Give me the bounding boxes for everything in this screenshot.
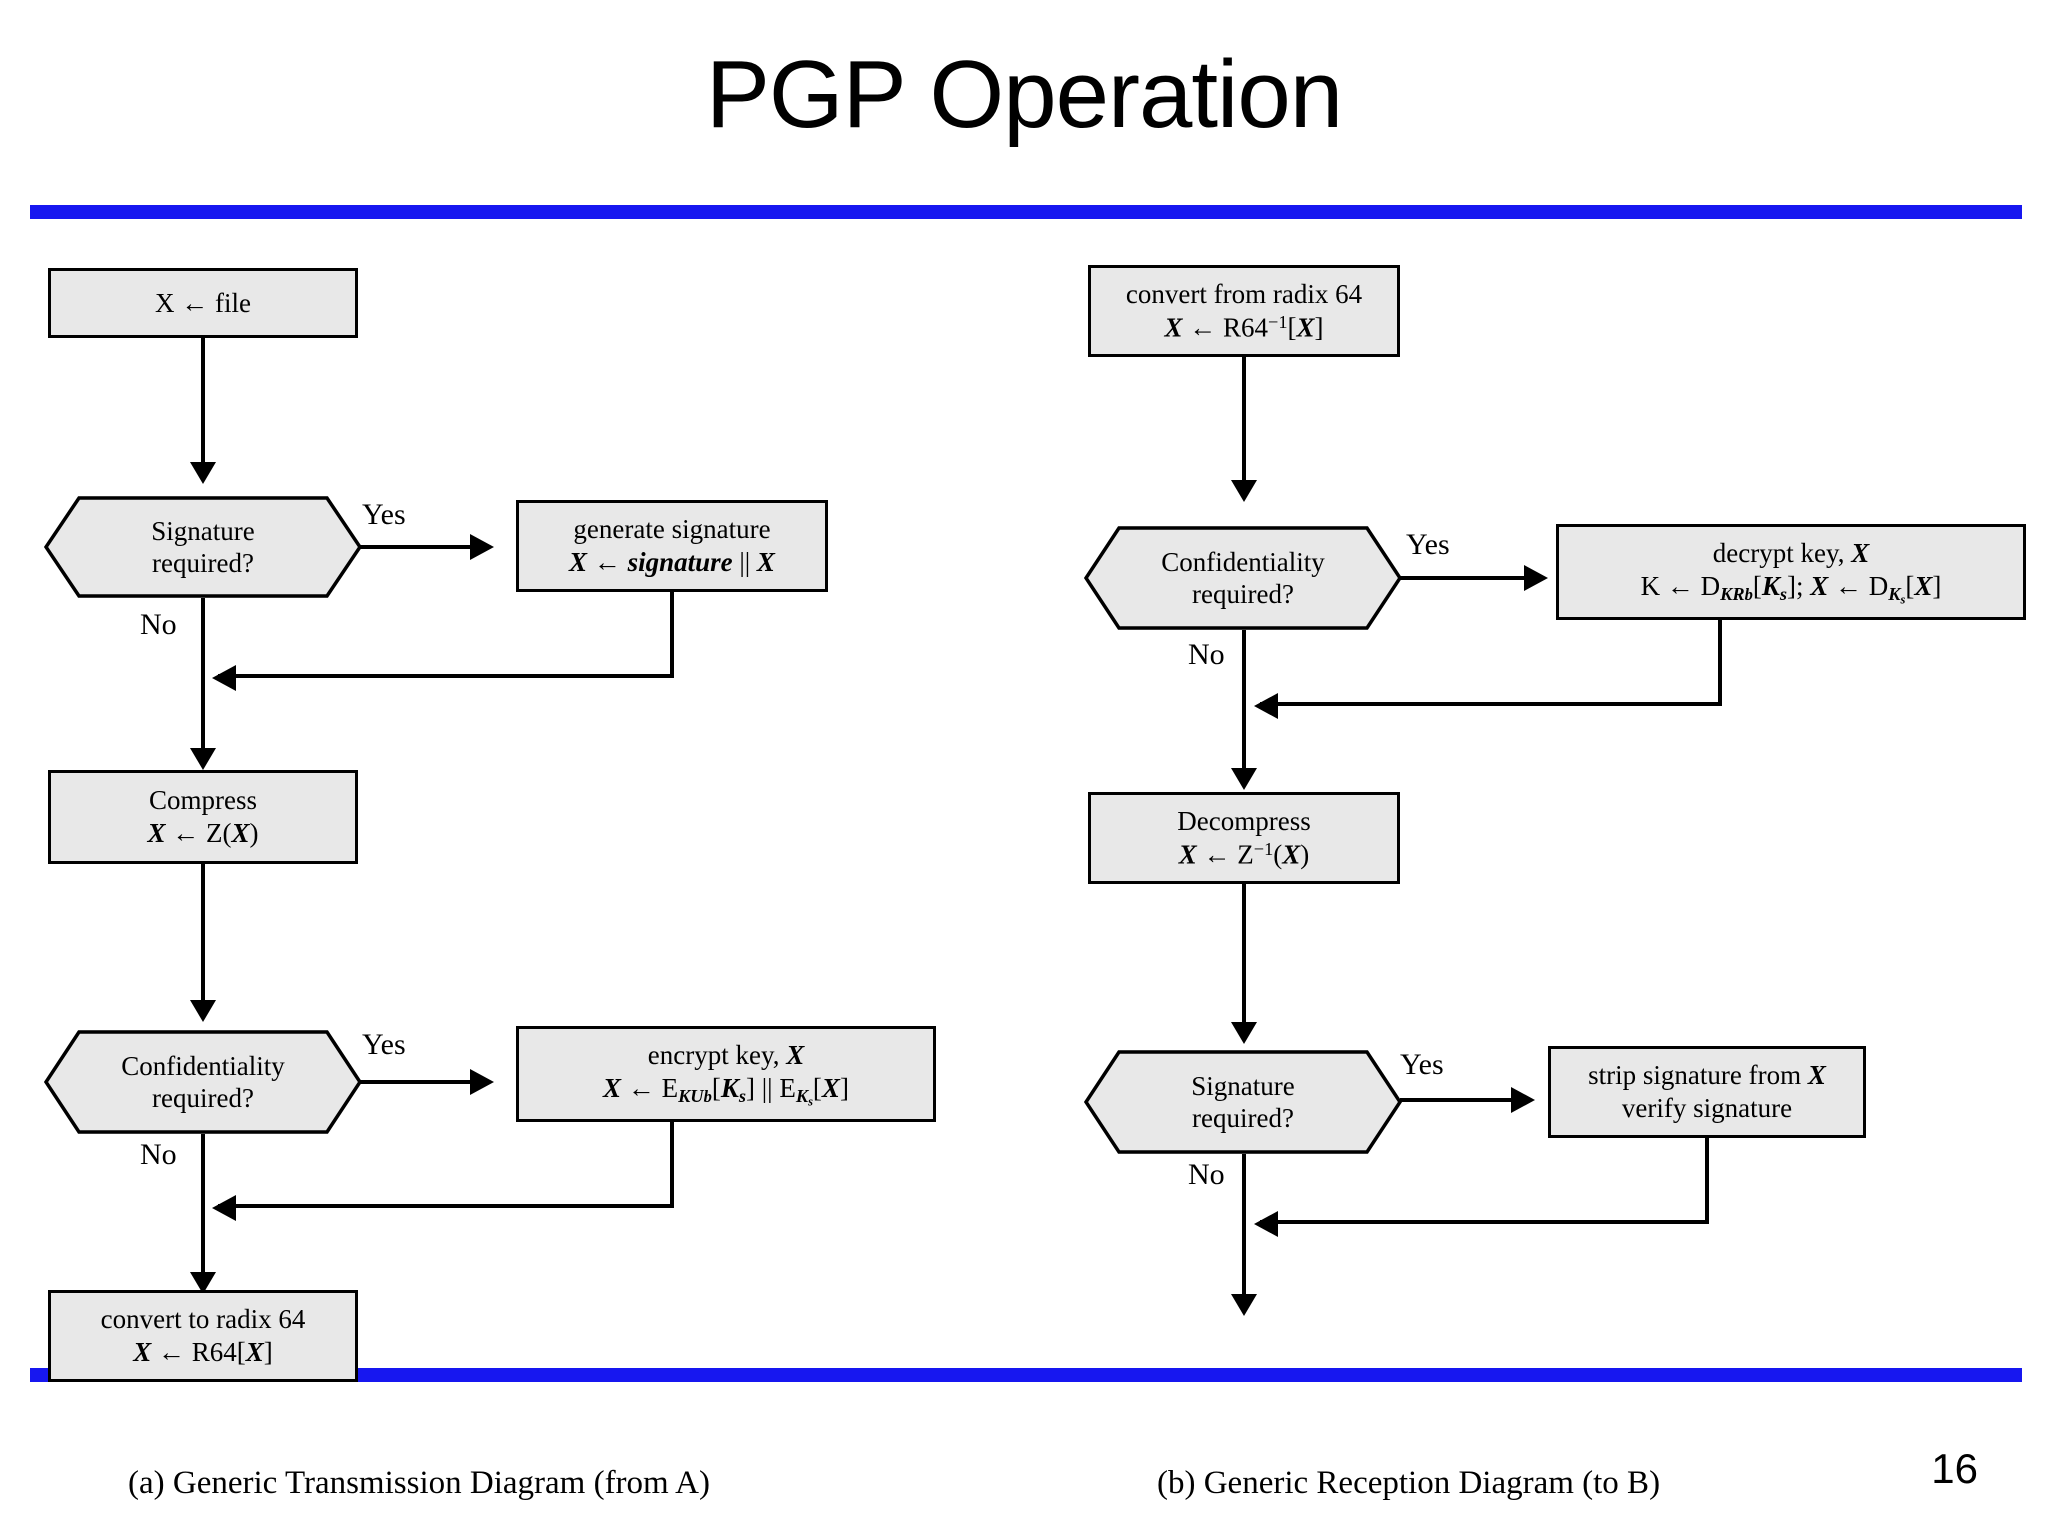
edge-strip-signature-return-h (1260, 1220, 1709, 1224)
node-decompress-line2: X ← Z−1(X) (1178, 838, 1310, 870)
node-compress: Compress X ← Z(X) (48, 770, 358, 864)
node-signature-decision: Signature required? (44, 496, 362, 598)
node-confidentiality-decision: Confidentiality required? (44, 1030, 362, 1134)
edge-label-signature-yes: Yes (362, 498, 406, 531)
arrowhead-confidentiality-yes (470, 1069, 494, 1095)
edge-signature-yes (360, 545, 475, 549)
node-r-signature-decision: Signature required? (1084, 1050, 1402, 1154)
bottom-divider-rule (30, 1368, 2022, 1382)
arrowhead-r-confidentiality-yes (1524, 565, 1548, 591)
node-encrypt-key-line2: X ← EKUb[Ks] || EKs[X] (603, 1072, 849, 1109)
edge-label-confidentiality-no: No (140, 1138, 177, 1171)
edge-label-r-confidentiality-no: No (1188, 638, 1225, 671)
edge-label-signature-no: No (140, 608, 177, 641)
node-encrypt-key: encrypt key, X X ← EKUb[Ks] || EKs[X] (516, 1026, 936, 1122)
node-r-confidentiality-decision: Confidentiality required? (1084, 526, 1402, 630)
node-strip-signature-line1: strip signature from X (1588, 1060, 1826, 1091)
node-r-confidentiality-decision-line2: required? (1192, 579, 1294, 609)
edge-encrypt-key-return-h (218, 1204, 672, 1208)
node-decompress: Decompress X ← Z−1(X) (1088, 792, 1400, 884)
arrowhead-radix64-to-confidentiality (1231, 480, 1257, 502)
edge-encrypt-key-return-v (670, 1122, 674, 1208)
edge-generate-signature-return-v (670, 592, 674, 678)
edge-compress-to-confidentiality (201, 864, 205, 1010)
node-signature-decision-line2: required? (152, 548, 254, 578)
edge-file-to-signature (201, 338, 205, 470)
arrowhead-to-decompress (1231, 768, 1257, 790)
node-decrypt-key-line1: decrypt key, X (1712, 537, 1870, 568)
node-strip-signature: strip signature from X verify signature (1548, 1046, 1866, 1138)
edge-decompress-to-signature (1242, 884, 1246, 1030)
edge-label-r-confidentiality-yes: Yes (1406, 528, 1450, 561)
node-r-signature-decision-line1: Signature (1191, 1070, 1295, 1101)
node-convert-radix64: convert to radix 64 X ← R64[X] (48, 1290, 358, 1382)
arrowhead-decompress-to-signature (1231, 1022, 1257, 1044)
node-generate-signature-line1: generate signature (573, 514, 771, 545)
node-decrypt-key-line2: K ← DKRb[Ks]; X ← DKs[X] (1640, 570, 1942, 607)
edge-r-confidentiality-no-spine (1242, 630, 1246, 778)
edge-r-signature-yes (1400, 1098, 1515, 1102)
arrowhead-decrypt-key-return (1254, 693, 1278, 719)
node-convert-from-radix64-line2: X ← R64−1[X] (1164, 311, 1324, 343)
edge-r-confidentiality-yes (1400, 576, 1528, 580)
caption-reception: (b) Generic Reception Diagram (to B) (1157, 1465, 1661, 1501)
caption-transmission: (a) Generic Transmission Diagram (from A… (128, 1465, 710, 1501)
edge-radix64-to-confidentiality (1242, 357, 1246, 489)
node-convert-radix64-line2: X ← R64[X] (133, 1337, 273, 1367)
page-title: PGP Operation (705, 41, 1343, 148)
edge-confidentiality-no-spine (201, 1134, 205, 1282)
edge-label-confidentiality-yes: Yes (362, 1028, 406, 1061)
edge-decrypt-key-return-h (1260, 702, 1722, 706)
node-r-signature-decision-line2: required? (1192, 1103, 1294, 1133)
arrowhead-file-to-signature (190, 462, 216, 484)
node-convert-radix64-line1: convert to radix 64 (100, 1304, 306, 1335)
node-file-line1: X ← file (155, 287, 251, 318)
node-compress-line2: X ← Z(X) (147, 818, 259, 848)
edge-confidentiality-yes (360, 1080, 475, 1084)
node-signature-decision-line1: Signature (151, 515, 255, 546)
edge-r-signature-no-spine (1242, 1154, 1246, 1302)
node-generate-signature: generate signature X ← signature || X (516, 500, 828, 592)
node-convert-from-radix64-line1: convert from radix 64 (1125, 278, 1363, 309)
node-confidentiality-decision-line1: Confidentiality (121, 1050, 285, 1081)
edge-signature-no-spine (201, 598, 205, 758)
arrowhead-encrypt-key-return (212, 1195, 236, 1221)
page-number: 16 (1931, 1445, 1978, 1492)
edge-label-r-signature-no: No (1188, 1158, 1225, 1191)
arrowhead-strip-signature-return (1254, 1211, 1278, 1237)
edge-generate-signature-return-h (218, 674, 672, 678)
node-convert-from-radix64: convert from radix 64 X ← R64−1[X] (1088, 265, 1400, 357)
arrowhead-to-compress (190, 748, 216, 770)
arrowhead-signature-yes (470, 534, 494, 560)
node-decrypt-key: decrypt key, X K ← DKRb[Ks]; X ← DKs[X] (1556, 524, 2026, 620)
arrowhead-generate-signature-return (212, 665, 236, 691)
arrowhead-to-radix64 (190, 1272, 216, 1294)
node-file: X ← file (48, 268, 358, 338)
node-compress-line1: Compress (149, 785, 257, 816)
node-encrypt-key-line1: encrypt key, X (647, 1039, 805, 1070)
edge-decrypt-key-return-v (1718, 620, 1722, 706)
node-generate-signature-line2: X ← signature || X (569, 547, 775, 577)
node-strip-signature-line2: verify signature (1621, 1093, 1793, 1123)
edge-strip-signature-return-v (1705, 1138, 1709, 1224)
arrowhead-reception-end (1231, 1294, 1257, 1316)
arrowhead-compress-to-confidentiality (190, 1000, 216, 1022)
node-decompress-line1: Decompress (1177, 805, 1311, 836)
node-r-confidentiality-decision-line1: Confidentiality (1161, 546, 1325, 577)
top-divider-rule (30, 205, 2022, 219)
arrowhead-r-signature-yes (1511, 1087, 1535, 1113)
edge-label-r-signature-yes: Yes (1400, 1048, 1444, 1081)
node-confidentiality-decision-line2: required? (152, 1083, 254, 1113)
